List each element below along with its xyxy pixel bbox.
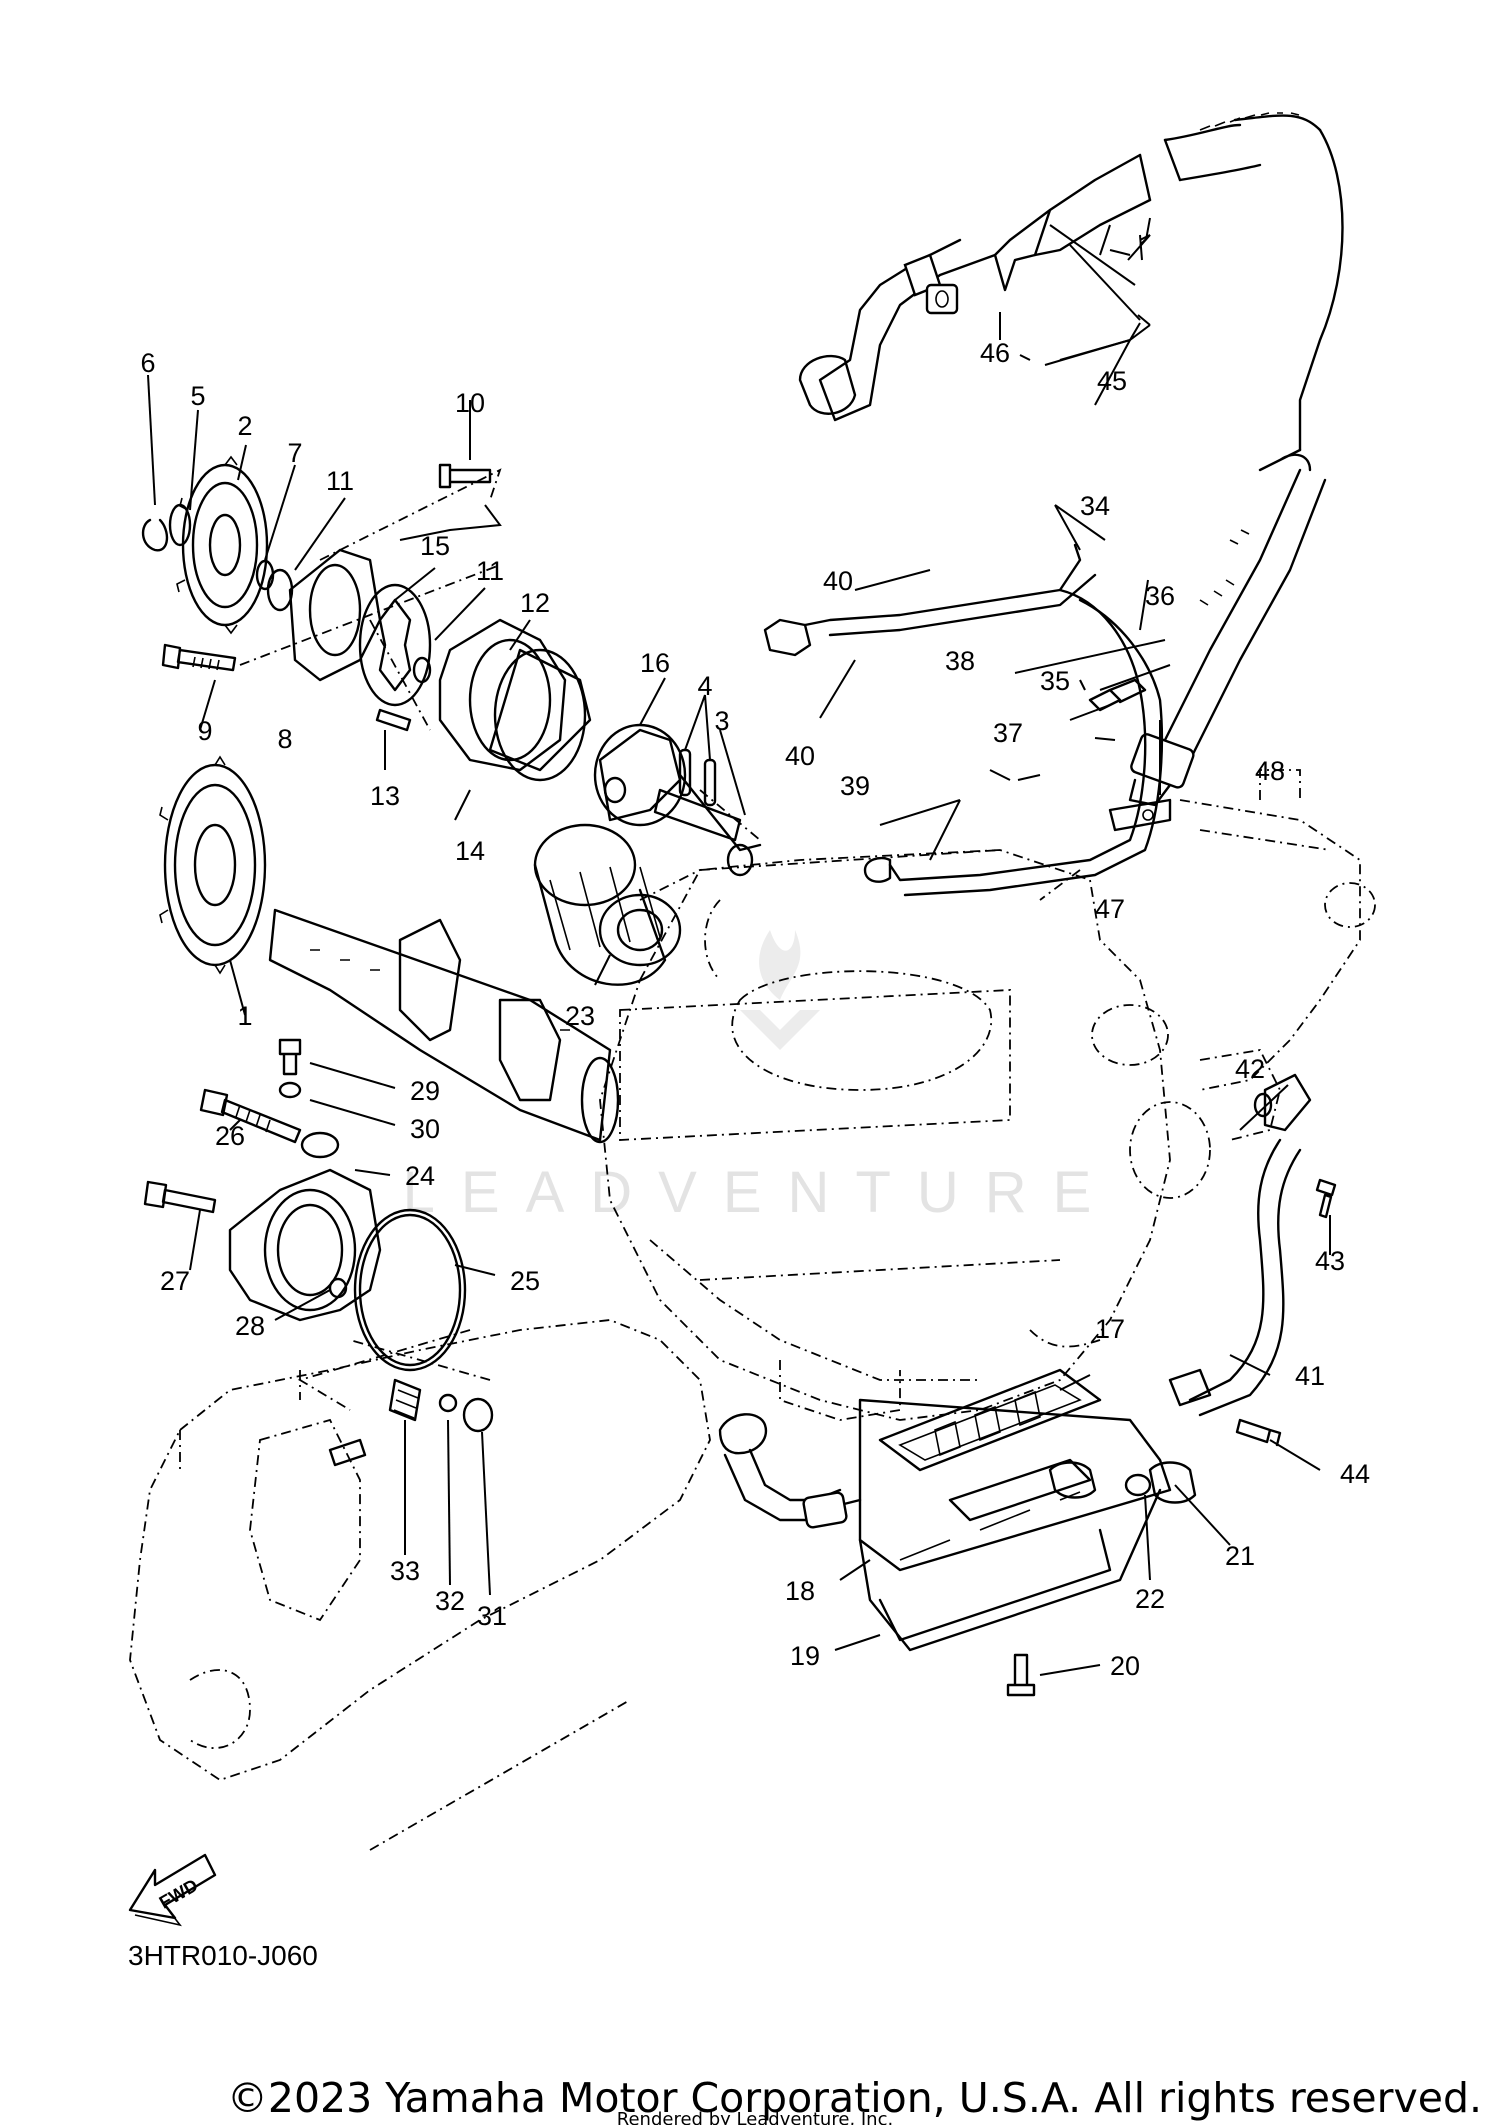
oil-hose-assembly xyxy=(798,112,1344,832)
callout-39: 39 xyxy=(840,771,870,801)
callout-10: 10 xyxy=(455,388,485,418)
callout-6: 6 xyxy=(140,348,155,378)
oil-strainer-group xyxy=(718,1073,1337,1697)
callout-38: 38 xyxy=(945,646,975,676)
oil-pump-assembly xyxy=(141,455,592,782)
callout-8: 8 xyxy=(277,724,292,754)
callout-33: 33 xyxy=(390,1556,420,1586)
callout-23: 23 xyxy=(565,1001,595,1031)
callout-43: 43 xyxy=(1315,1246,1345,1276)
callout-44: 44 xyxy=(1340,1459,1370,1489)
oil-delivery-pipe xyxy=(763,543,1164,897)
callout-14: 14 xyxy=(455,836,485,866)
callout-40a: 40 xyxy=(823,566,853,596)
callout-20: 20 xyxy=(1110,1651,1140,1681)
callout-35: 35 xyxy=(1040,666,1070,696)
left-crankcase-cover-outline xyxy=(129,1319,711,1851)
callout-40b: 40 xyxy=(785,741,815,771)
callout-16: 16 xyxy=(640,648,670,678)
group-brackets xyxy=(999,244,1151,366)
callout-11a: 11 xyxy=(326,466,354,496)
watermark-text: LEADVENTURE xyxy=(403,1160,1118,1225)
callout-19: 19 xyxy=(790,1641,820,1671)
callout-17: 17 xyxy=(1095,1314,1125,1344)
callout-21: 21 xyxy=(1225,1541,1255,1571)
callout-36: 36 xyxy=(1145,581,1175,611)
callout-25: 25 xyxy=(510,1266,540,1296)
leader-lines xyxy=(147,217,1331,1676)
callout-48: 48 xyxy=(1255,756,1285,786)
callout-29: 29 xyxy=(410,1076,440,1106)
callout-3: 3 xyxy=(714,706,729,736)
callout-45: 45 xyxy=(1097,366,1127,396)
callout-46: 46 xyxy=(980,338,1010,368)
callout-30: 30 xyxy=(410,1114,440,1144)
callout-37: 37 xyxy=(993,718,1023,748)
callout-42: 42 xyxy=(1235,1054,1265,1084)
oil-filter-group xyxy=(533,723,762,986)
callout-13: 13 xyxy=(370,781,400,811)
callout-4: 4 xyxy=(697,671,712,701)
callout-27: 27 xyxy=(160,1266,190,1296)
callout-41: 41 xyxy=(1295,1361,1325,1391)
callout-18: 18 xyxy=(785,1576,815,1606)
callout-34: 34 xyxy=(1080,491,1110,521)
callout-15: 15 xyxy=(420,531,450,561)
left-cover-group xyxy=(143,1038,494,1467)
balancer-shaft-group xyxy=(159,755,620,1144)
callout-26: 26 xyxy=(215,1121,245,1151)
callout-labels: 1 2 3 4 5 6 7 8 9 10 11 11 12 13 14 15 1… xyxy=(140,338,1370,1681)
callout-28: 28 xyxy=(235,1311,265,1341)
watermark: LEADVENTURE xyxy=(403,930,1118,1225)
callout-32: 32 xyxy=(435,1586,465,1616)
callout-12: 12 xyxy=(520,588,550,618)
callout-11b: 11 xyxy=(476,556,504,586)
callout-1: 1 xyxy=(237,1001,252,1031)
callout-31: 31 xyxy=(477,1601,507,1631)
callout-47: 47 xyxy=(1095,894,1125,924)
callout-7: 7 xyxy=(287,438,302,468)
copyright-notice: ©2023 Yamaha Motor Corporation, U.S.A. A… xyxy=(227,2074,1482,2122)
callout-5: 5 xyxy=(190,381,205,411)
diagram-code: 3HTR010-J060 xyxy=(128,1940,318,1971)
callout-24: 24 xyxy=(405,1161,435,1191)
rendered-by-note: Rendered by Leadventure, Inc. xyxy=(617,2109,893,2125)
callout-2: 2 xyxy=(237,411,252,441)
callout-9: 9 xyxy=(197,716,212,746)
callout-22: 22 xyxy=(1135,1584,1165,1614)
engine-crankcase-outline xyxy=(599,769,1376,1421)
fwd-arrow-badge: FWD xyxy=(128,1853,217,1927)
